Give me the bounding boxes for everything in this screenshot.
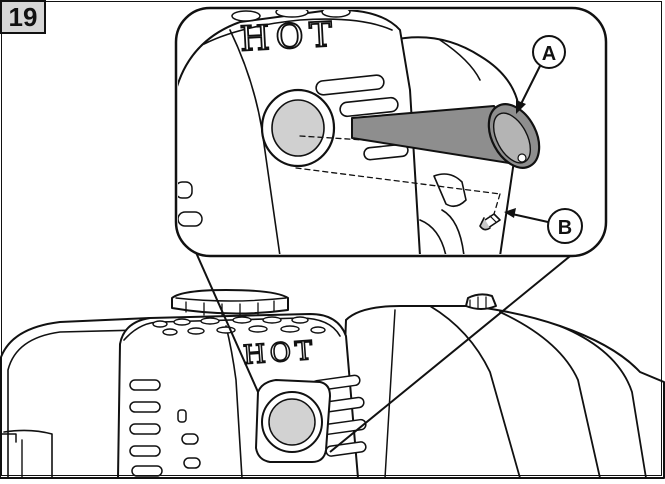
step-number-badge: 19 (0, 0, 46, 34)
spark-arrestor-screen-a (351, 103, 541, 169)
zoom-inset: HOT (174, 6, 608, 258)
zoom-connector-lines (193, 247, 581, 453)
top-vent-holes (152, 316, 326, 336)
callout-a: A (516, 35, 566, 114)
exhaust-outlet (255, 379, 331, 463)
engine-body-right (339, 305, 665, 479)
hot-label-zoom: HOT (239, 15, 339, 60)
top-knob (465, 293, 497, 310)
zoom-exhaust-outlet (260, 88, 336, 168)
screw-b (479, 213, 501, 231)
alignment-dashed-lines (295, 135, 501, 215)
hot-label-main: HOT (242, 336, 317, 371)
engine-main-view (0, 289, 665, 479)
callout-label-a: A (542, 43, 556, 65)
left-vent-slots (129, 379, 201, 477)
callout-b: B (504, 208, 583, 244)
callout-label-b: B (558, 217, 572, 239)
fuel-cap (171, 289, 289, 315)
